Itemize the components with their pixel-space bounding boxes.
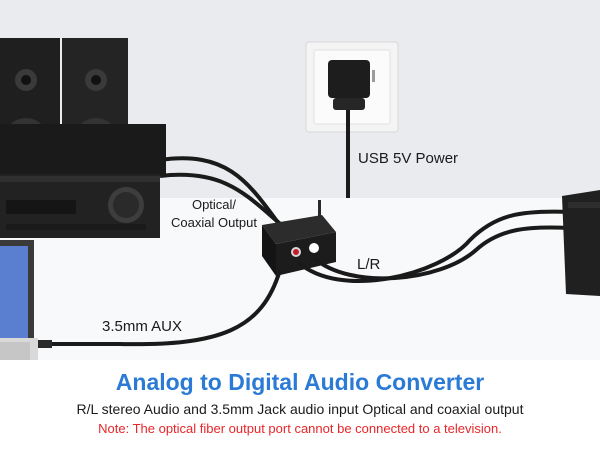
lr-label: L/R [357, 256, 381, 273]
optical-label-line1: Optical/ [191, 197, 237, 212]
optical-coaxial-label: Optical/ Coaxial Output [171, 196, 257, 232]
warning-note: Note: The optical fiber output port cann… [98, 421, 502, 436]
amplifier [0, 174, 160, 238]
usb-power-adapter [328, 60, 370, 110]
optical-label-line2: Coaxial Output [171, 215, 257, 230]
source-device [562, 190, 600, 296]
caption-block: Analog to Digital Audio Converter R/L st… [0, 360, 600, 450]
rca-lr-cable [296, 209, 571, 283]
rca-lr-cable-2 [312, 225, 571, 281]
aux-label: 3.5mm AUX [102, 318, 183, 335]
speaker-stand [0, 124, 166, 174]
usb-power-label: USB 5V Power [358, 150, 459, 167]
aux-plug [34, 340, 52, 348]
aux-cable [40, 269, 282, 347]
product-title: Analog to Digital Audio Converter [115, 369, 485, 395]
product-subtitle: R/L stereo Audio and 3.5mm Jack audio in… [76, 401, 524, 417]
coaxial-cable [159, 172, 292, 234]
